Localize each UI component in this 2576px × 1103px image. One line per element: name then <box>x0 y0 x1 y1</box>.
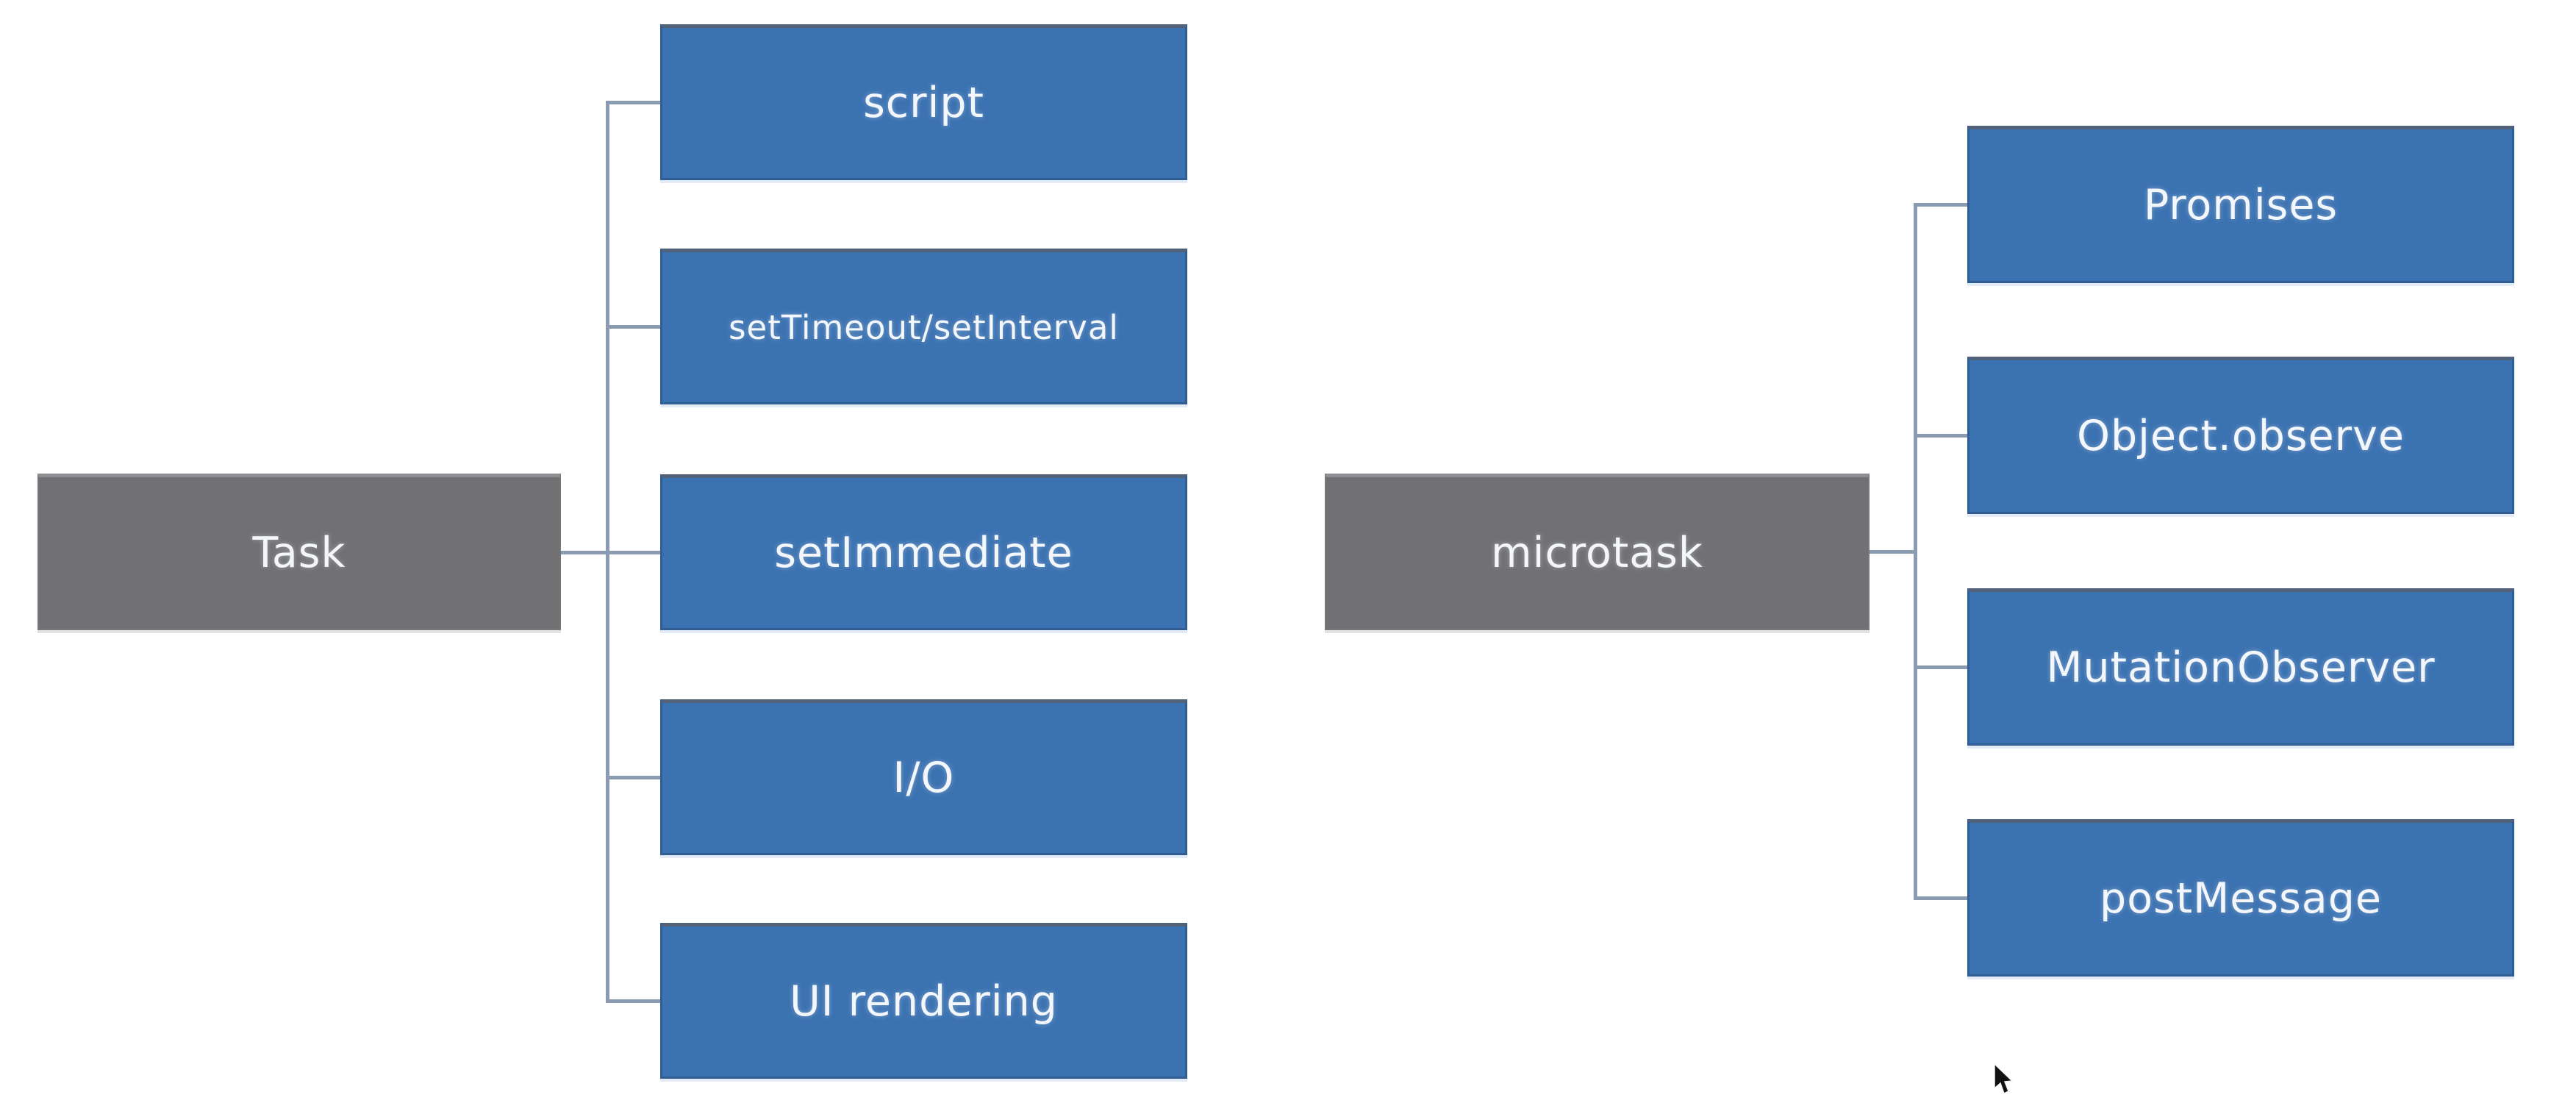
node-setimmediate: setImmediate <box>660 474 1187 630</box>
node-promises: Promises <box>1967 126 2514 283</box>
node-ui-rendering: UI rendering <box>660 923 1187 1079</box>
connector-microtask-root-line <box>1870 550 1917 554</box>
node-script: script <box>660 24 1187 180</box>
connector-task-root-line <box>561 551 660 554</box>
connector-microtask-trunk <box>1914 203 1917 900</box>
connector-microtask-stub-object-observe <box>1914 434 1967 438</box>
mouse-cursor-icon <box>1994 1063 2014 1095</box>
node-mutationobserver: MutationObserver <box>1967 588 2514 746</box>
connector-microtask-stub-promises <box>1914 203 1967 207</box>
node-microtask-root: microtask <box>1325 474 1870 630</box>
connector-task-stub-io <box>606 776 660 779</box>
connector-task-trunk <box>606 101 609 1003</box>
connector-task-stub-ui-rendering <box>606 999 660 1003</box>
node-task-root: Task <box>37 474 561 630</box>
connector-microtask-stub-postmessage <box>1914 896 1967 900</box>
connector-microtask-stub-mutationobserver <box>1914 665 1967 669</box>
connector-task-stub-script <box>606 101 660 104</box>
node-object-observe: Object.observe <box>1967 357 2514 514</box>
connector-task-stub-settimeout <box>606 325 660 329</box>
node-postmessage: postMessage <box>1967 819 2514 977</box>
node-io: I/O <box>660 699 1187 855</box>
node-settimeout-setinterval: setTimeout/setInterval <box>660 249 1187 404</box>
